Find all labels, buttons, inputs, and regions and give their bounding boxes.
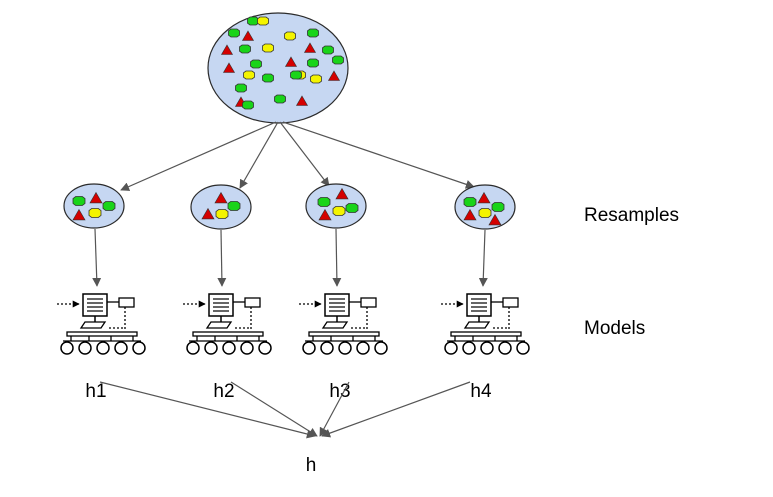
yellow-octagon — [88, 208, 102, 218]
resample-4 — [454, 184, 516, 230]
green-octagon — [235, 83, 247, 93]
computer-robot-icon — [183, 294, 271, 354]
hypothesis-label-3: h3 — [329, 381, 350, 402]
green-octagon — [239, 44, 251, 54]
green-octagon — [290, 70, 302, 80]
final-hypothesis-label: h — [306, 455, 317, 476]
hypothesis-label-4: h4 — [470, 381, 492, 402]
computer-robot-icon — [299, 294, 387, 354]
combine-arrows — [99, 381, 471, 439]
red-triangle — [284, 56, 298, 67]
green-octagon — [322, 45, 334, 55]
yellow-octagon — [257, 16, 269, 26]
red-triangle — [241, 30, 255, 41]
model-arrows — [92, 228, 488, 287]
red-triangle — [214, 191, 228, 204]
red-triangle — [72, 208, 86, 221]
resample-4-items — [463, 191, 505, 226]
resample-2 — [190, 184, 252, 230]
yellow-octagon — [243, 70, 255, 80]
green-octagon — [102, 201, 116, 211]
red-triangle — [295, 95, 309, 106]
yellow-octagon — [310, 74, 322, 84]
resamples-label: Resamples — [584, 205, 679, 226]
green-octagon — [317, 197, 331, 207]
green-octagon — [72, 196, 86, 206]
hypothesis-label-1: h1 — [85, 381, 106, 402]
green-octagon — [332, 55, 344, 65]
models-label: Models — [584, 318, 645, 339]
green-octagon — [307, 58, 319, 68]
red-triangle — [303, 42, 317, 53]
red-triangle — [220, 44, 234, 55]
red-triangle — [318, 208, 332, 221]
green-octagon — [491, 202, 505, 212]
green-octagon — [262, 73, 274, 83]
green-octagon — [307, 28, 319, 38]
resample-3 — [305, 183, 367, 229]
resample-2-items — [201, 191, 241, 220]
hypothesis-label-2: h2 — [213, 381, 234, 402]
yellow-octagon — [478, 208, 492, 218]
yellow-octagon — [284, 31, 296, 41]
computer-robot-icon — [57, 294, 145, 354]
yellow-octagon — [262, 43, 274, 53]
green-octagon — [228, 28, 240, 38]
yellow-octagon — [215, 209, 229, 219]
resample-1 — [63, 183, 125, 229]
red-triangle — [463, 208, 477, 221]
green-octagon — [242, 100, 254, 110]
green-octagon — [274, 94, 286, 104]
resample-3-items — [317, 187, 359, 221]
yellow-octagon — [332, 206, 346, 216]
red-triangle — [89, 191, 103, 204]
computer-robot-icon — [441, 294, 529, 354]
red-triangle — [201, 207, 215, 220]
resample-arrows — [120, 121, 475, 191]
red-triangle — [222, 62, 236, 73]
population-items — [220, 16, 344, 110]
red-triangle — [488, 213, 502, 226]
red-triangle — [477, 191, 491, 204]
resample-1-items — [72, 191, 116, 221]
green-octagon — [345, 203, 359, 213]
red-triangle — [327, 70, 341, 81]
red-triangle — [335, 187, 349, 200]
green-octagon — [247, 16, 259, 26]
green-octagon — [227, 201, 241, 211]
green-octagon — [250, 59, 262, 69]
population-blob — [207, 12, 349, 124]
green-octagon — [463, 197, 477, 207]
